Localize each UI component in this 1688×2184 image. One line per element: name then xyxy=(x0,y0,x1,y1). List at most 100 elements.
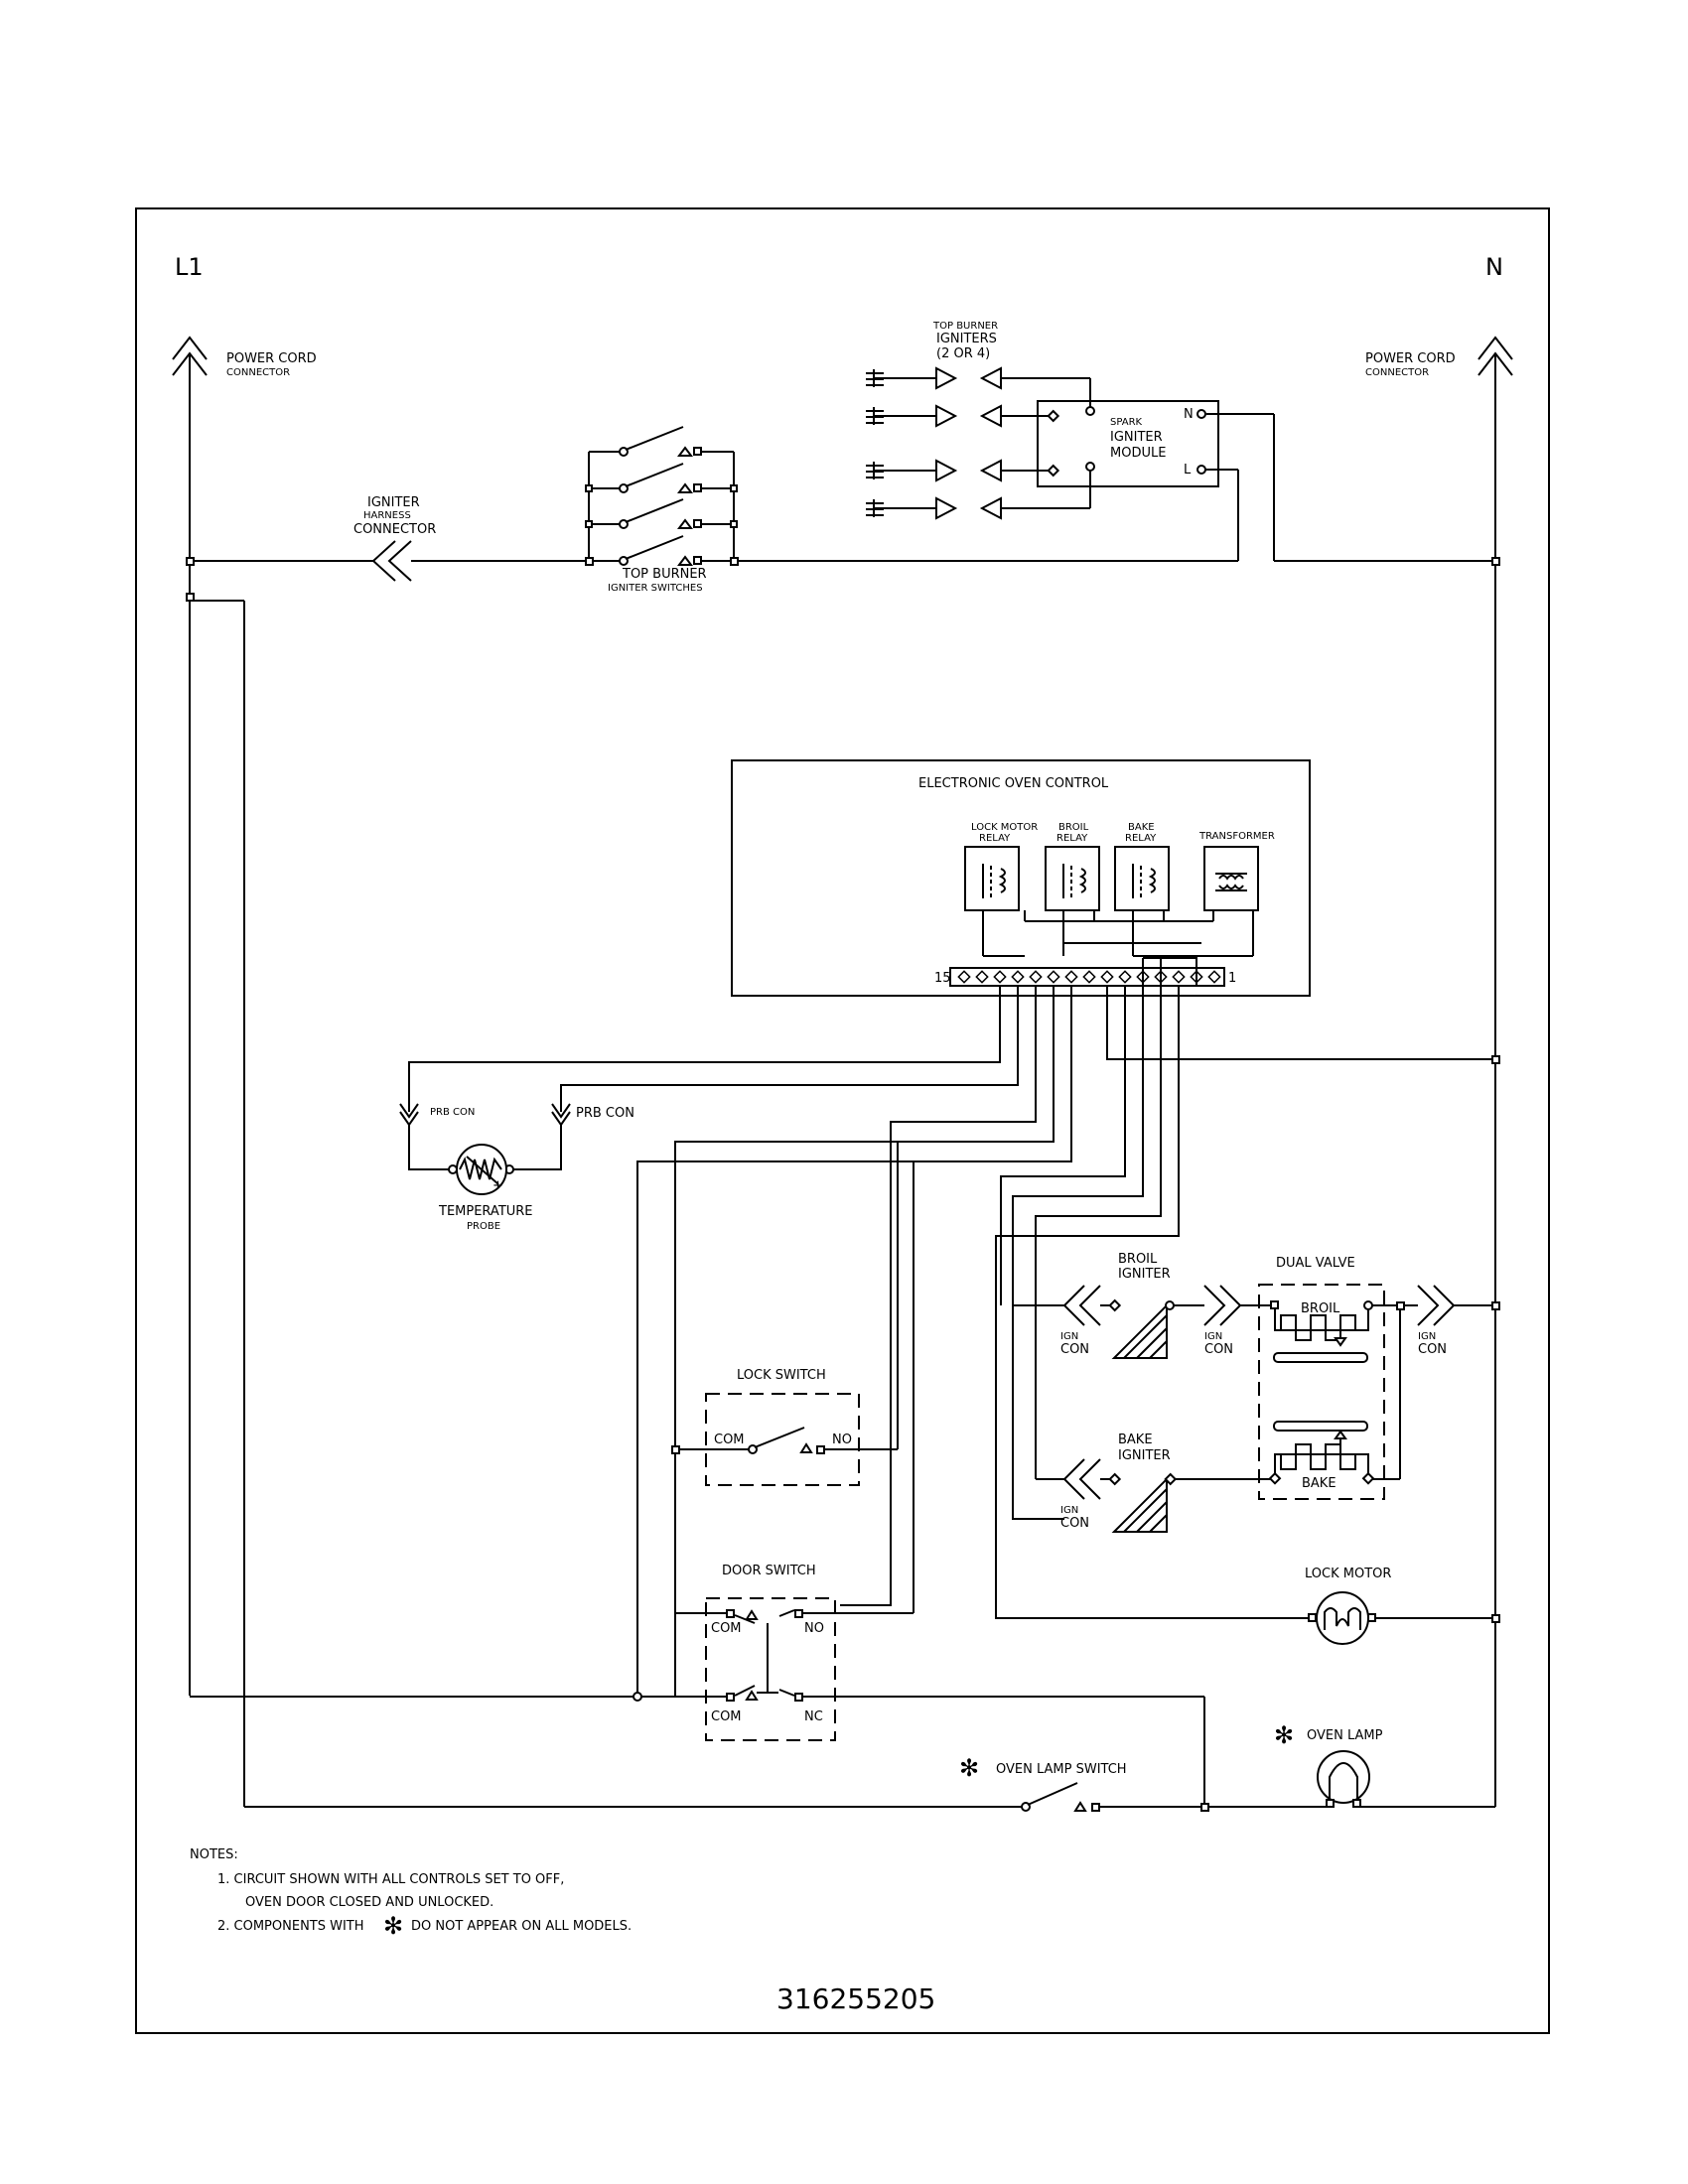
valve-ign-con-label-2: CON xyxy=(1418,1342,1447,1357)
door-switch-label: DOOR SWITCH xyxy=(722,1564,816,1578)
notes-line-2a: 2. COMPONENTS WITH xyxy=(217,1919,364,1934)
top-burner-switches-label-1: TOP BURNER xyxy=(622,567,707,582)
notes-line-2b: DO NOT APPEAR ON ALL MODELS. xyxy=(411,1919,632,1934)
oven-lamp xyxy=(1208,1750,1495,1808)
igniter-harness-label-2: HARNESS xyxy=(363,510,411,521)
top-burner-igniters-label-3: (2 OR 4) xyxy=(936,346,990,361)
spark-igniter-module xyxy=(1037,378,1219,508)
power-cord-right-label-1: POWER CORD xyxy=(1365,351,1456,366)
door-switch-com-bottom-label: COM xyxy=(711,1709,742,1724)
power-cord-connector-left xyxy=(172,336,208,376)
bake-ign-con-label-1: IGN xyxy=(1060,1505,1078,1516)
broil-igniter xyxy=(1013,1285,1273,1359)
eoc-terminal-pin xyxy=(1029,970,1043,984)
lock-motor xyxy=(996,1591,1495,1645)
notes-line-1: 1. CIRCUIT SHOWN WITH ALL CONTROLS SET T… xyxy=(217,1872,564,1887)
broil-ign-con-left-label-2: CON xyxy=(1060,1342,1089,1357)
eoc-terminal-pin xyxy=(1172,970,1186,984)
notes: NOTES: 1. CIRCUIT SHOWN WITH ALL CONTROL… xyxy=(190,1847,632,1940)
spark-module-label-1: SPARK xyxy=(1110,417,1143,428)
broil-relay-label-1: BROIL xyxy=(1058,822,1089,833)
lock-switch-no-label: NO xyxy=(832,1433,852,1447)
lock-switch-com-label: COM xyxy=(714,1433,745,1447)
pin-1-label: 1 xyxy=(1228,971,1236,986)
diagram-border xyxy=(135,207,1550,2034)
dual-valve-label: DUAL VALVE xyxy=(1276,1256,1355,1271)
lock-switch xyxy=(671,1142,899,1697)
door-switch xyxy=(190,1161,1205,1807)
eoc-terminal-pin xyxy=(975,970,989,984)
top-burner-igniters-label-2: IGNITERS xyxy=(936,332,997,346)
module-l-label: L xyxy=(1184,463,1192,478)
l1-label: L1 xyxy=(175,253,204,281)
broil-ign-con-right-label-2: CON xyxy=(1204,1342,1233,1357)
bake-relay-label-2: RELAY xyxy=(1125,833,1157,844)
module-n-label: N xyxy=(1184,407,1194,422)
eoc-title: ELECTRONIC OVEN CONTROL xyxy=(918,776,1109,791)
lock-motor-relay-label-1: LOCK MOTOR xyxy=(971,822,1038,833)
top-burner-igniters xyxy=(866,366,1090,520)
n-label: N xyxy=(1485,253,1503,281)
bake-igniter-label-1: BAKE xyxy=(1118,1433,1153,1447)
notes-line-1b: OVEN DOOR CLOSED AND UNLOCKED. xyxy=(245,1895,493,1910)
door-switch-no-label: NO xyxy=(804,1621,824,1636)
lock-switch-label: LOCK SWITCH xyxy=(737,1368,826,1383)
temperature-probe-label-1: TEMPERATURE xyxy=(438,1204,533,1219)
prb-con-left-label: PRB CON xyxy=(430,1107,475,1118)
svg-text:+: + xyxy=(492,1178,503,1193)
oven-lamp-switch-label: OVEN LAMP SWITCH xyxy=(996,1762,1127,1777)
broil-ign-con-right-label-1: IGN xyxy=(1204,1331,1222,1342)
valve-broil-label: BROIL xyxy=(1301,1301,1340,1316)
broil-ign-con-left-label-1: IGN xyxy=(1060,1331,1078,1342)
broil-relay-label-2: RELAY xyxy=(1056,833,1088,844)
igniter-harness-label-1: IGNITER xyxy=(367,495,420,510)
eoc-terminal-pin xyxy=(1011,970,1025,984)
valve-ign-con-label-1: IGN xyxy=(1418,1331,1436,1342)
spark-module-label-2: IGNITER xyxy=(1110,430,1163,445)
door-switch-com-top-label: COM xyxy=(711,1621,742,1636)
eoc-terminal-pin xyxy=(1118,970,1132,984)
transformer-label: TRANSFORMER xyxy=(1198,831,1275,842)
top-burner-igniters-label-1: TOP BURNER xyxy=(932,321,998,332)
valve-bake-label: BAKE xyxy=(1302,1476,1336,1491)
top-burner-switches-label-2: IGNITER SWITCHES xyxy=(608,583,703,594)
lock-motor-label: LOCK MOTOR xyxy=(1305,1567,1391,1581)
power-cord-connector-right xyxy=(1477,336,1513,376)
door-switch-nc-label: NC xyxy=(804,1709,823,1724)
eoc-terminal-pin xyxy=(1207,970,1221,984)
pin-15-label: 15 xyxy=(934,971,951,986)
eoc-terminal-pin xyxy=(1100,970,1114,984)
top-burner-igniter-switches xyxy=(585,426,738,566)
eoc-terminal-pin xyxy=(1082,970,1096,984)
eoc-terminal-pin xyxy=(1064,970,1078,984)
oven-lamp-switch-asterisk: ✻ xyxy=(959,1754,979,1782)
power-cord-left-label-1: POWER CORD xyxy=(226,351,317,366)
notes-heading: NOTES: xyxy=(190,1847,238,1862)
notes-asterisk: ✻ xyxy=(383,1912,403,1940)
bake-relay-label-1: BAKE xyxy=(1128,822,1155,833)
bake-igniter xyxy=(1035,1305,1273,1533)
broil-igniter-label-2: IGNITER xyxy=(1118,1267,1171,1282)
power-cord-left-label-2: CONNECTOR xyxy=(226,367,290,378)
eoc-harness-wires xyxy=(408,956,1495,1697)
electronic-oven-control xyxy=(731,759,1311,997)
eoc-terminal-pin xyxy=(957,970,971,984)
broil-igniter-label-1: BROIL xyxy=(1118,1252,1158,1267)
oven-lamp-label: OVEN LAMP xyxy=(1307,1728,1383,1743)
eoc-terminal-pin xyxy=(993,970,1007,984)
power-cord-right-label-2: CONNECTOR xyxy=(1365,367,1429,378)
temperature-probe-label-2: PROBE xyxy=(467,1221,500,1232)
part-number: 316255205 xyxy=(776,1982,935,2015)
oven-lamp-asterisk: ✻ xyxy=(1274,1721,1294,1749)
oven-lamp-switch xyxy=(190,600,1204,1812)
dual-valve xyxy=(1258,1284,1495,1500)
lock-motor-relay-label-2: RELAY xyxy=(979,833,1011,844)
bake-igniter-label-2: IGNITER xyxy=(1118,1448,1171,1463)
spark-module-label-3: MODULE xyxy=(1110,446,1166,461)
eoc-terminal-pin xyxy=(1047,970,1060,984)
bake-ign-con-label-2: CON xyxy=(1060,1516,1089,1531)
igniter-harness-connector xyxy=(371,540,412,582)
temperature-probe: + xyxy=(399,1103,571,1195)
prb-con-right-label: PRB CON xyxy=(576,1106,634,1121)
